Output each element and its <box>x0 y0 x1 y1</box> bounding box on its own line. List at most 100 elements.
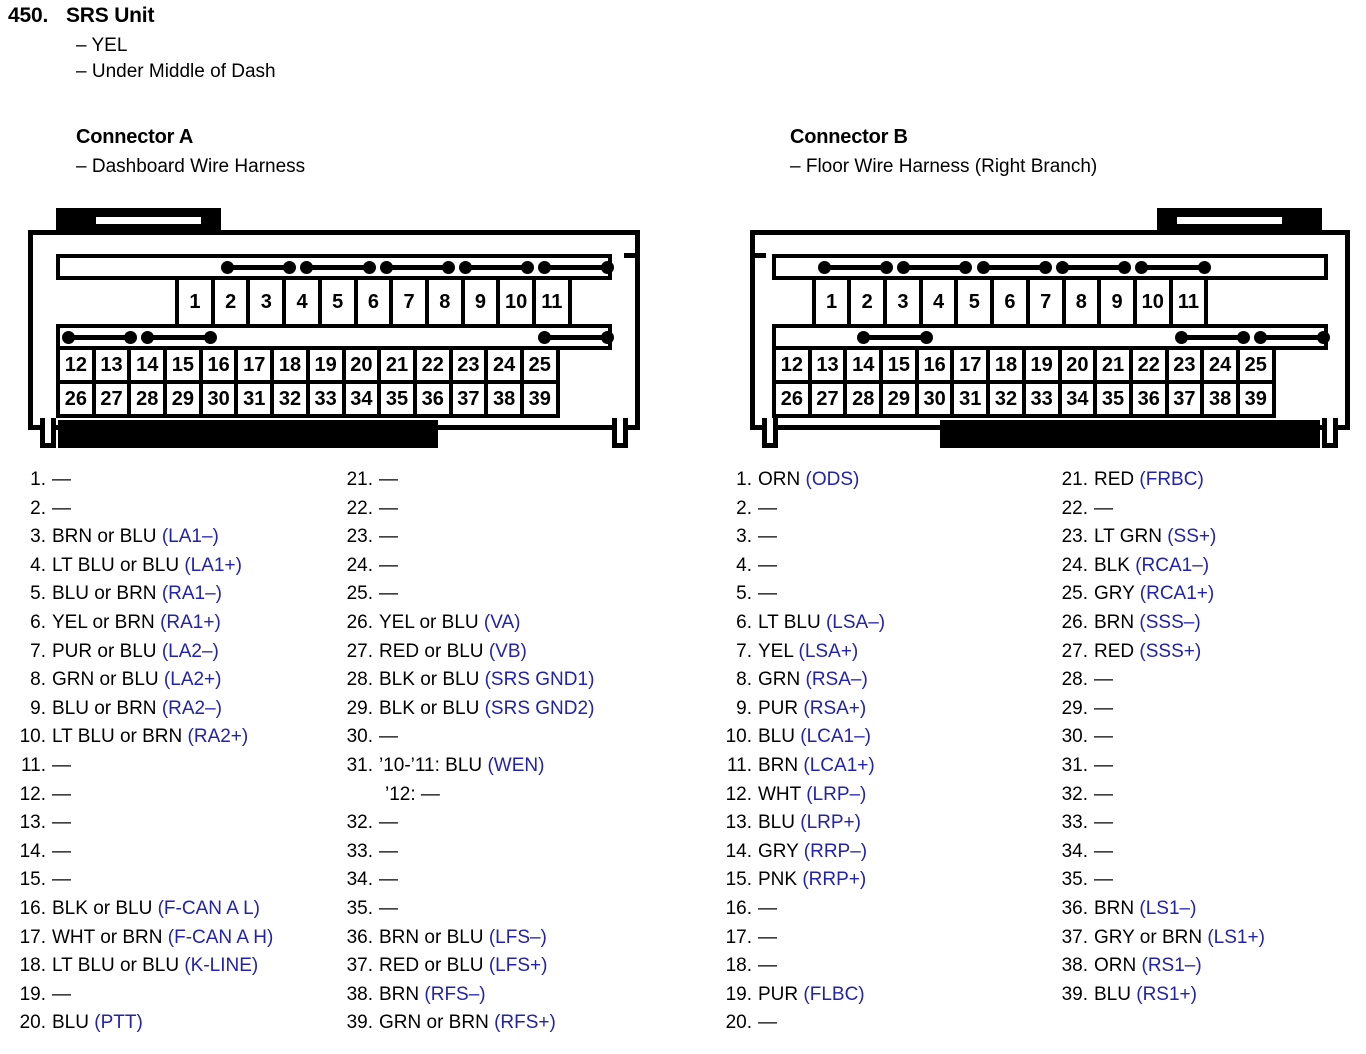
pin-list-wire: BRN (SSS–) <box>1094 611 1201 633</box>
pin-list-wire: WHT (LRP–) <box>758 783 867 805</box>
pin-list-wire: — <box>52 812 71 834</box>
pin-list-wire: — <box>1094 497 1113 519</box>
pin-cell: 11 <box>1168 276 1209 328</box>
pin-list-number: 10. <box>19 726 46 748</box>
pin-list-signal: (RRP+) <box>802 869 867 891</box>
pin-list-number: 37. <box>346 955 373 977</box>
pin-cell: 9 <box>1097 276 1137 328</box>
pin-cell: 6 <box>353 276 394 328</box>
pin-cell: 38 <box>484 380 524 418</box>
pin-cell: 8 <box>1061 276 1102 328</box>
pin-list-item: 11.— <box>18 752 338 781</box>
twisted-pair-marker <box>378 258 457 276</box>
pin-list-number: 22. <box>1061 497 1088 519</box>
pin-list-item: 24.BLK (RCA1–) <box>1060 552 1360 581</box>
pin-list-signal: (SRS GND1) <box>484 669 595 691</box>
pin-list-signal: (VA) <box>483 611 521 633</box>
pin-list-wire: YEL or BRN (RA1+) <box>52 611 221 633</box>
pin-list-signal: (LSA–) <box>825 611 886 633</box>
pin-list-item: 26. BRN (SSS–) <box>1060 609 1360 638</box>
pin-list-number: 33. <box>346 840 373 862</box>
pin-list-signal: (LA1+) <box>184 554 242 576</box>
pin-list-signal: (LA2–) <box>161 640 219 662</box>
pin-list-signal: (ODS) <box>805 469 860 490</box>
pin-list-wire: RED (FRBC) <box>1094 469 1204 490</box>
pin-cell: 24 <box>1200 346 1240 384</box>
pin-list-item: 38.BRN (RFS–) <box>345 981 665 1010</box>
pin-list-number: 15. <box>725 869 752 891</box>
pin-list-number: 38. <box>1061 955 1088 977</box>
pin-cell: 3 <box>883 276 923 328</box>
pin-list-number: 18. <box>725 955 752 977</box>
pin-cell: 33 <box>1021 380 1062 418</box>
unit-notes: – YEL – Under Middle of Dash <box>76 33 276 85</box>
pin-list-number: 26. <box>1061 611 1088 633</box>
pin-list-number: 13. <box>725 812 752 834</box>
pin-list-signal: (RCA1–) <box>1135 554 1210 576</box>
pin-list-signal: (RA1–) <box>161 583 222 605</box>
pin-cell: 13 <box>807 346 848 384</box>
pin-list-number: 33. <box>1061 812 1088 834</box>
pin-list-item: 18.LT BLU or BLU (K-LINE) <box>18 952 338 981</box>
pin-list-wire: PNK (RRP+) <box>758 869 867 891</box>
twisted-pair-marker <box>895 258 974 276</box>
connector-b-pinlist-col2: 21.RED (FRBC)22.—23.LT GRN (SS+)24.BLK (… <box>1060 466 1360 1009</box>
pin-list-item: 13.BLU (LRP+) <box>724 809 1044 838</box>
twisted-pair-marker <box>60 328 139 346</box>
pin-list-wire: — <box>758 897 777 919</box>
pin-list-wire: — <box>1094 669 1113 691</box>
pin-list-number: 30. <box>1061 726 1088 748</box>
pin-list-wire: — <box>1094 869 1113 891</box>
pin-list-number: 2. <box>30 497 46 519</box>
pin-list-item: 15. PNK (RRP+) <box>724 866 1044 895</box>
pin-list-item: 39.BLU (RS1+) <box>1060 981 1360 1010</box>
pin-list-item: 4.LT BLU or BLU (LA1+) <box>18 552 338 581</box>
pin-list-number: 31. <box>1061 754 1088 776</box>
pin-list-signal: (RCA1+) <box>1139 583 1215 605</box>
connector-a-title: Connector A <box>76 126 194 148</box>
pin-list-number: 13. <box>19 812 46 834</box>
pin-cell: 19 <box>1021 346 1062 384</box>
pin-list-wire: BRN or BLU (LA1–) <box>52 526 219 548</box>
pin-list-item: 6.LT BLU (LSA–) <box>724 609 1044 638</box>
pin-list-number: 12. <box>725 783 752 805</box>
pin-list-wire: BLK or BLU (F-CAN A L) <box>52 897 261 919</box>
pin-list-item: 1.ORN (ODS) <box>724 466 1044 495</box>
pin-list-wire: LT BLU or BLU (LA1+) <box>52 554 242 576</box>
latch-slot <box>96 217 201 224</box>
pin-list-number: 11. <box>20 754 46 776</box>
twisted-pair-marker <box>139 328 218 346</box>
pin-list-number: 15. <box>19 869 46 891</box>
pin-cell: 12 <box>56 346 96 384</box>
pin-cell: 21 <box>1093 346 1133 384</box>
pin-list-number: 9. <box>30 697 46 719</box>
unit-number: 450. <box>8 4 49 27</box>
pin-cell: 19 <box>305 346 346 384</box>
pin-list-item: 21.RED (FRBC) <box>1060 466 1360 495</box>
pin-cell: 36 <box>1128 380 1169 418</box>
pin-list-item: 5.— <box>724 580 1044 609</box>
twisted-pair-marker <box>457 258 536 276</box>
pin-list-item: 21.— <box>345 466 665 495</box>
pin-list-wire: — <box>1094 726 1113 748</box>
pin-list-signal: (LRP–) <box>806 783 867 805</box>
twisted-pair-marker <box>1054 258 1133 276</box>
pin-cell: 9 <box>460 276 501 328</box>
pin-list-wire: GRN or BLU (LA2+) <box>52 669 222 691</box>
pin-cell: 39 <box>519 380 560 418</box>
pin-list-number: 14. <box>19 840 46 862</box>
connector-a-heading: Connector A – Dashboard Wire Harness <box>76 126 305 178</box>
pin-list-wire: PUR (RSA+) <box>758 697 867 719</box>
shell-notch-right <box>624 230 640 258</box>
pin-list-wire: — <box>52 469 71 490</box>
pin-list-number: 36. <box>1061 897 1088 919</box>
pin-cell: 17 <box>234 346 275 384</box>
pin-cell: 34 <box>341 380 382 418</box>
pin-cell: 37 <box>448 380 489 418</box>
pin-cell: 17 <box>950 346 991 384</box>
pin-list-wire: — <box>758 497 777 519</box>
pin-list-number: 7. <box>736 640 752 662</box>
connector-a-pinlist-col2: 21.—22.—23.—24.—25.—26.YEL or BLU (VA)27… <box>345 466 665 1038</box>
pin-cell: 25 <box>519 346 560 384</box>
pin-list-number: 5. <box>736 583 752 605</box>
